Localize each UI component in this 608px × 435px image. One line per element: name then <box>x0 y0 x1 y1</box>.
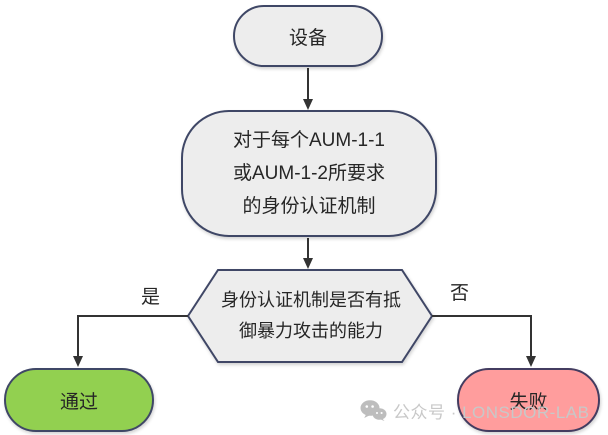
edge-decision-pass <box>77 315 188 357</box>
branch-label-no: 否 <box>450 283 470 304</box>
node-result-pass: 通过 <box>4 368 154 432</box>
node-result-fail: 失败 <box>457 368 600 432</box>
arrowhead-down-icon <box>303 99 313 110</box>
node-decision-bruteforce-check: 身份认证机制是否有抵 御暴力攻击的能力 <box>221 290 401 341</box>
watermark: 公众号 · LONSDOR-LAB <box>360 398 589 423</box>
arrowhead-down-icon <box>303 258 313 269</box>
node-start-device: 设备 <box>233 5 383 67</box>
wechat-bubbles-icon <box>360 400 387 421</box>
arrowhead-down-icon <box>73 356 83 367</box>
branch-label-yes: 是 <box>141 287 161 308</box>
edge-decision-fail <box>432 315 532 357</box>
watermark-text: 公众号 · LONSDOR-LAB <box>393 403 590 422</box>
arrowhead-down-icon <box>526 356 536 367</box>
node-process-auth-mechanism: 对于每个AUM-1-1 或AUM-1-2所要求 的身份认证机制 <box>181 110 437 237</box>
